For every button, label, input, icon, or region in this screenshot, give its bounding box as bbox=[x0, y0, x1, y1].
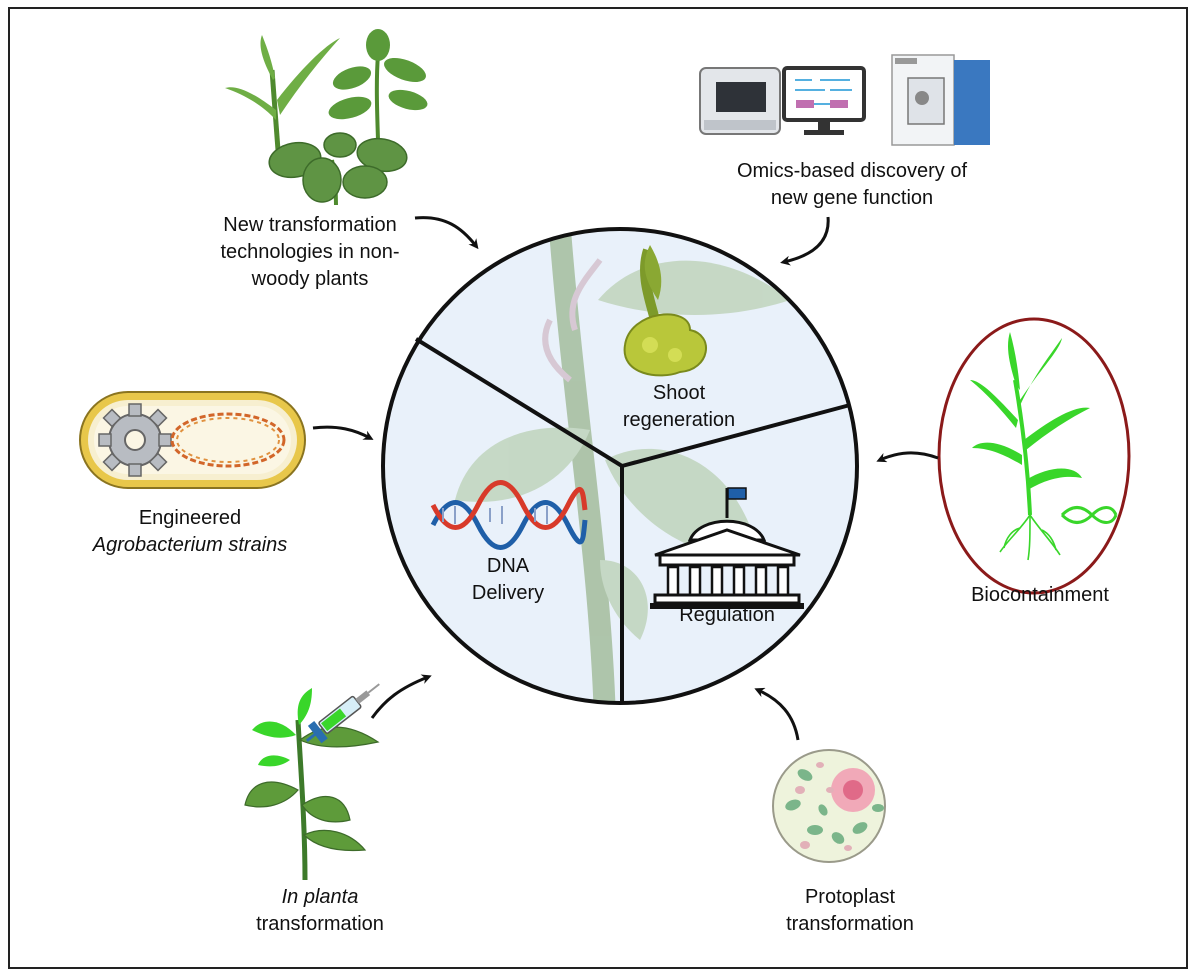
label-omics-line1: Omics-based discovery of bbox=[736, 160, 968, 182]
protoplast-cell-icon bbox=[772, 749, 886, 863]
label-protoplast-line2: transformation bbox=[786, 913, 914, 935]
sector-label-dna-line1: DNA bbox=[486, 555, 530, 577]
label-omics-line2: new gene function bbox=[770, 187, 934, 209]
arrows bbox=[312, 216, 939, 741]
arrow-biocontainment bbox=[876, 451, 939, 463]
sector-divider-right bbox=[621, 403, 851, 468]
dna-small-icon bbox=[1060, 506, 1118, 524]
sector-label-regulation-line1: Regulation bbox=[679, 604, 775, 626]
government-building-icon bbox=[650, 487, 804, 609]
label-new-tech-line2: technologies in non- bbox=[220, 241, 400, 263]
arrow-in-planta bbox=[370, 674, 432, 719]
sector-label-dna: DNA Delivery bbox=[443, 553, 573, 607]
label-protoplast-line1: Protoplast bbox=[804, 886, 896, 908]
sector-label-shoot-line2: regeneration bbox=[622, 409, 736, 431]
central-circle bbox=[381, 227, 859, 705]
sector-label-shoot: Shoot regeneration bbox=[604, 380, 754, 434]
label-biocontainment: Biocontainment bbox=[950, 582, 1130, 609]
label-biocontainment-line1: Biocontainment bbox=[971, 584, 1109, 606]
callus-shoot-icon bbox=[623, 245, 707, 377]
syringe-icon bbox=[305, 683, 380, 744]
label-in-planta: In planta transformation bbox=[220, 884, 420, 938]
arrow-protoplast bbox=[754, 687, 800, 741]
central-circle-outline bbox=[381, 227, 859, 705]
figure-frame bbox=[8, 7, 1188, 969]
sector-label-dna-line2: Delivery bbox=[471, 582, 545, 604]
label-agro-line2: Agrobacterium strains bbox=[92, 534, 288, 556]
label-protoplast: Protoplast transformation bbox=[760, 884, 940, 938]
agrobacterium-icon bbox=[79, 391, 306, 489]
sector-label-shoot-line1: Shoot bbox=[652, 382, 706, 404]
gear-icon bbox=[98, 403, 172, 477]
label-omics: Omics-based discovery of new gene functi… bbox=[712, 158, 992, 212]
sector-label-regulation: Regulation bbox=[660, 602, 794, 629]
arrow-agro bbox=[312, 425, 374, 440]
label-agro-line1: Engineered bbox=[138, 507, 242, 529]
label-new-tech: New transformation technologies in non- … bbox=[190, 212, 430, 293]
label-new-tech-line3: woody plants bbox=[251, 268, 369, 290]
label-agro: Engineered Agrobacterium strains bbox=[60, 505, 320, 559]
sector-divider-left bbox=[414, 337, 624, 468]
label-in-planta-line1: In planta bbox=[281, 886, 359, 908]
arrow-omics bbox=[780, 216, 830, 266]
sequencer-icon bbox=[699, 54, 990, 146]
label-new-tech-line1: New transformation bbox=[223, 214, 397, 236]
crop-plants-icon bbox=[225, 29, 428, 206]
arrow-new-tech bbox=[414, 216, 479, 250]
transgenic-plant-icon bbox=[937, 317, 1131, 595]
syringe-plant-icon bbox=[244, 683, 380, 881]
dna-helix-icon bbox=[430, 480, 588, 550]
label-in-planta-line2: transformation bbox=[256, 913, 384, 935]
